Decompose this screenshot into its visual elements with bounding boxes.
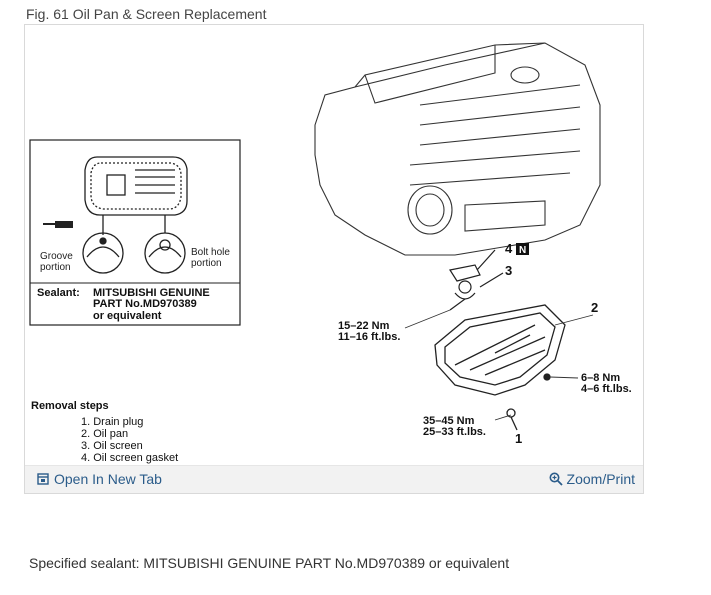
open-tab-icon [37,473,49,485]
sealant-line-3: or equivalent [93,310,162,322]
callout-number: 2 [591,300,598,315]
zoom-print-link[interactable]: Zoom/Print [549,471,635,487]
bolt-label-2: portion [191,258,222,269]
bolt-label-1: Bolt hole [191,247,230,258]
sealant-tube-icon [43,221,73,228]
pan-top-view [84,156,188,216]
groove-label-1: Groove [40,251,73,262]
torque-a-ftlbs: 11–16 ft.lbs. [338,331,400,343]
callout-number: 1 [515,431,522,446]
sealant-caption: Specified sealant: MITSUBISHI GENUINE PA… [29,555,510,571]
engine-block-drawing [314,42,601,256]
oil-pan-diagram: Groove portion Bolt hole portion Sealant… [29,42,632,464]
removal-heading: Removal steps [31,400,109,412]
sealant-inset: Groove portion Bolt hole portion Sealant… [29,139,241,326]
open-in-new-tab-label: Open In New Tab [54,471,162,487]
removal-step: 1. Drain plug [81,416,143,428]
magnifier-icon [549,472,563,486]
oil-screen-drawing [449,249,504,311]
removal-steps: Removal steps 1. Drain plug 2. Oil pan 3… [31,400,178,464]
torque-a-nm: 15–22 Nm [338,320,390,332]
figure-frame: Groove portion Bolt hole portion Sealant… [24,24,644,494]
figure-footer: Open In New Tab Zoom/Print [25,465,643,493]
n-badge [516,243,529,255]
groove-detail [82,215,124,274]
groove-label-2: portion [40,262,71,273]
open-in-new-tab-link[interactable]: Open In New Tab [37,471,162,487]
oil-pan-drawing [434,304,566,431]
torque-c-ftlbs: 25–33 ft.lbs. [423,426,486,438]
removal-step: 3. Oil screen [81,440,143,452]
sealant-line-2: PART No.MD970389 [93,298,197,310]
leader-lines [404,309,594,421]
callout-number: 4 [505,241,513,256]
sealant-key: Sealant: [37,287,80,299]
zoom-print-label: Zoom/Print [566,471,635,487]
n-badge-label: N [519,245,526,256]
removal-step: 2. Oil pan [81,428,128,440]
figure-title: Fig. 61 Oil Pan & Screen Replacement [26,6,267,22]
sealant-line-1: MITSUBISHI GENUINE [93,287,210,299]
torque-c-nm: 35–45 Nm [423,415,475,427]
bolt-hole-detail [144,215,186,274]
torque-b-nm: 6–8 Nm [581,372,620,384]
removal-step: 4. Oil screen gasket [81,452,178,464]
torque-b-ftlbs: 4–6 ft.lbs. [581,383,632,395]
callout-number: 3 [505,263,512,278]
